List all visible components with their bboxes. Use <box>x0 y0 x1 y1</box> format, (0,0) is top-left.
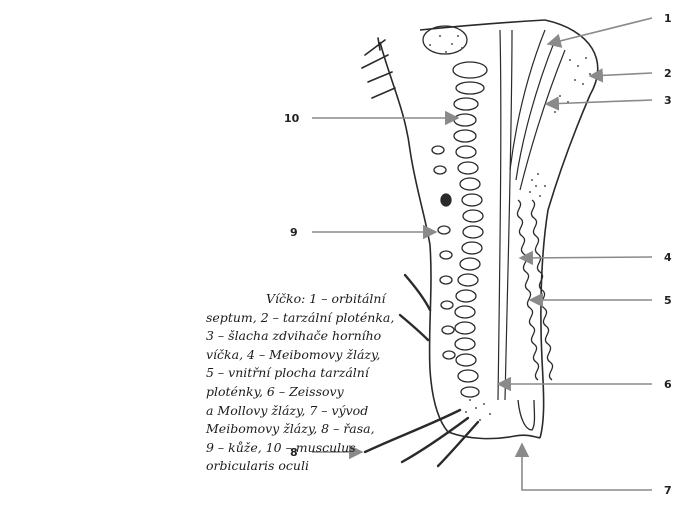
label-5: 5 <box>664 294 672 307</box>
label-4: 4 <box>664 251 672 264</box>
label-7: 7 <box>664 484 672 497</box>
caption-line: a Mollovy žlázy, 7 – vývod <box>206 402 436 421</box>
arrow-4 <box>520 257 652 258</box>
label-10: 10 <box>284 112 300 125</box>
label-2: 2 <box>664 67 672 80</box>
caption-line: Víčko: 1 – orbitální <box>206 290 436 309</box>
meibomian-gland <box>517 200 552 430</box>
label-1: 1 <box>664 12 672 25</box>
caption-line: septum, 2 – tarzální ploténka, <box>206 309 436 328</box>
arrow-7 <box>522 444 652 490</box>
skin-hairs <box>362 38 395 98</box>
caption-line: 3 – šlacha zdvihače horního <box>206 327 436 346</box>
arrow-2 <box>590 73 652 76</box>
label-3: 3 <box>664 94 672 107</box>
caption-line: ploténky, 6 – Zeissovy <box>206 383 436 402</box>
figure-caption: Víčko: 1 – orbitální septum, 2 – tarzáln… <box>206 290 436 476</box>
arrow-3 <box>546 100 652 104</box>
label-6: 6 <box>664 378 672 391</box>
caption-line: 5 – vnitřní plocha tarzální <box>206 364 436 383</box>
caption-line: víčka, 4 – Meibomovy žlázy, <box>206 346 436 365</box>
caption-line: orbicularis oculi <box>206 457 436 476</box>
stipple-texture <box>429 35 591 421</box>
arrow-1 <box>548 18 652 44</box>
caption-line: 9 – kůže, 10 – musculus <box>206 439 436 458</box>
label-9: 9 <box>290 226 298 239</box>
caption-line: Meibomovy žlázy, 8 – řasa, <box>206 420 436 439</box>
